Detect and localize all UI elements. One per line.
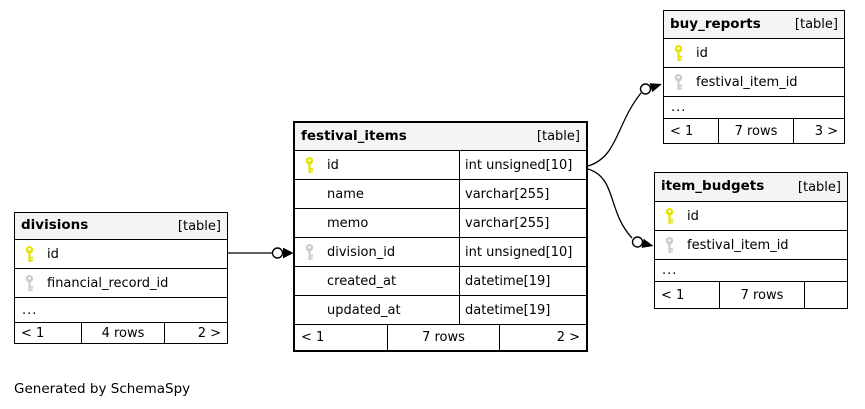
column-row-name: name varchar[255]	[295, 180, 586, 209]
column-row-id: id	[655, 202, 847, 231]
column-name: id	[696, 45, 708, 61]
table-item-budgets[interactable]: item_budgets [table] id festival_item_id…	[654, 172, 848, 309]
column-row-updated-at: updated_at datetime[19]	[295, 296, 586, 325]
children-count: 2 >	[499, 325, 586, 350]
table-divisions[interactable]: divisions [table] id financial_record_id…	[14, 212, 228, 344]
ellipsis-row: ...	[655, 260, 847, 282]
column-type: datetime[19]	[465, 273, 551, 289]
table-header: festival_items [table]	[295, 123, 586, 151]
table-name-link[interactable]: item_budgets	[661, 178, 765, 195]
table-buy-reports[interactable]: buy_reports [table] id festival_item_id …	[663, 10, 845, 144]
column-row-financial-record-id: financial_record_id	[15, 269, 227, 298]
column-type: int unsigned[10]	[465, 157, 573, 173]
column-name: festival_item_id	[696, 74, 798, 90]
table-name-link[interactable]: divisions	[21, 217, 89, 234]
foreign-key-icon	[304, 244, 315, 261]
column-type: varchar[255]	[465, 186, 550, 202]
primary-key-icon	[664, 208, 675, 225]
children-count	[804, 282, 847, 308]
parents-count: < 1	[301, 330, 325, 345]
column-name: id	[327, 157, 339, 173]
primary-key-icon	[24, 246, 35, 263]
column-row-id: id	[15, 240, 227, 269]
children-count: 3 >	[793, 119, 844, 143]
ellipsis-row: ...	[664, 97, 844, 119]
table-name-link[interactable]: buy_reports	[670, 15, 761, 32]
column-row-id: id int unsigned[10]	[295, 151, 586, 180]
table-type-tag: [table]	[536, 129, 580, 144]
column-name: id	[687, 208, 699, 224]
table-header: buy_reports [table]	[664, 11, 844, 39]
column-row-festival-item-id: festival_item_id	[655, 231, 847, 260]
relationship-divisions-to-festival-items	[228, 247, 294, 259]
table-footer: < 1 7 rows 3 >	[664, 119, 844, 143]
column-name: division_id	[327, 244, 396, 260]
table-footer: < 1 4 rows 2 >	[15, 323, 227, 343]
table-footer: < 1 7 rows	[655, 282, 847, 308]
table-header: divisions [table]	[15, 213, 227, 240]
table-festival-items[interactable]: festival_items [table] id int unsigned[1…	[293, 121, 588, 352]
relationship-festival-items-to-item-budgets	[587, 168, 654, 248]
foreign-key-icon	[673, 74, 684, 91]
relationship-festival-items-to-buy-reports	[587, 83, 662, 167]
column-row-festival-item-id: festival_item_id	[664, 68, 844, 97]
column-name: created_at	[327, 273, 397, 289]
row-count: 7 rows	[387, 325, 499, 350]
foreign-key-icon	[24, 275, 35, 292]
parents-count: < 1	[21, 325, 45, 341]
table-type-tag: [table]	[177, 218, 221, 234]
ellipsis-row: ...	[15, 298, 227, 323]
table-header: item_budgets [table]	[655, 173, 847, 202]
column-row-created-at: created_at datetime[19]	[295, 267, 586, 296]
primary-key-icon	[673, 45, 684, 62]
row-count: 7 rows	[719, 282, 804, 308]
table-name-link[interactable]: festival_items	[301, 127, 407, 144]
column-type: datetime[19]	[465, 302, 551, 318]
column-name: name	[327, 186, 364, 202]
column-name: id	[47, 246, 59, 262]
column-type: int unsigned[10]	[465, 244, 573, 260]
table-type-tag: [table]	[797, 179, 841, 195]
column-name: financial_record_id	[47, 275, 169, 291]
column-row-memo: memo varchar[255]	[295, 209, 586, 238]
column-row-id: id	[664, 39, 844, 68]
column-row-division-id: division_id int unsigned[10]	[295, 238, 586, 267]
row-count: 7 rows	[718, 119, 793, 143]
children-count: 2 >	[164, 323, 227, 343]
table-footer: < 1 7 rows 2 >	[295, 325, 586, 350]
generated-by-credit: Generated by SchemaSpy	[14, 381, 191, 397]
primary-key-icon	[304, 157, 315, 174]
table-type-tag: [table]	[794, 17, 838, 32]
column-name: festival_item_id	[687, 237, 789, 253]
foreign-key-icon	[664, 237, 675, 254]
parents-count: < 1	[661, 287, 685, 303]
row-count: 4 rows	[81, 323, 164, 343]
parents-count: < 1	[670, 123, 694, 139]
column-type: varchar[255]	[465, 215, 550, 231]
column-name: updated_at	[327, 302, 401, 318]
column-name: memo	[327, 215, 369, 231]
